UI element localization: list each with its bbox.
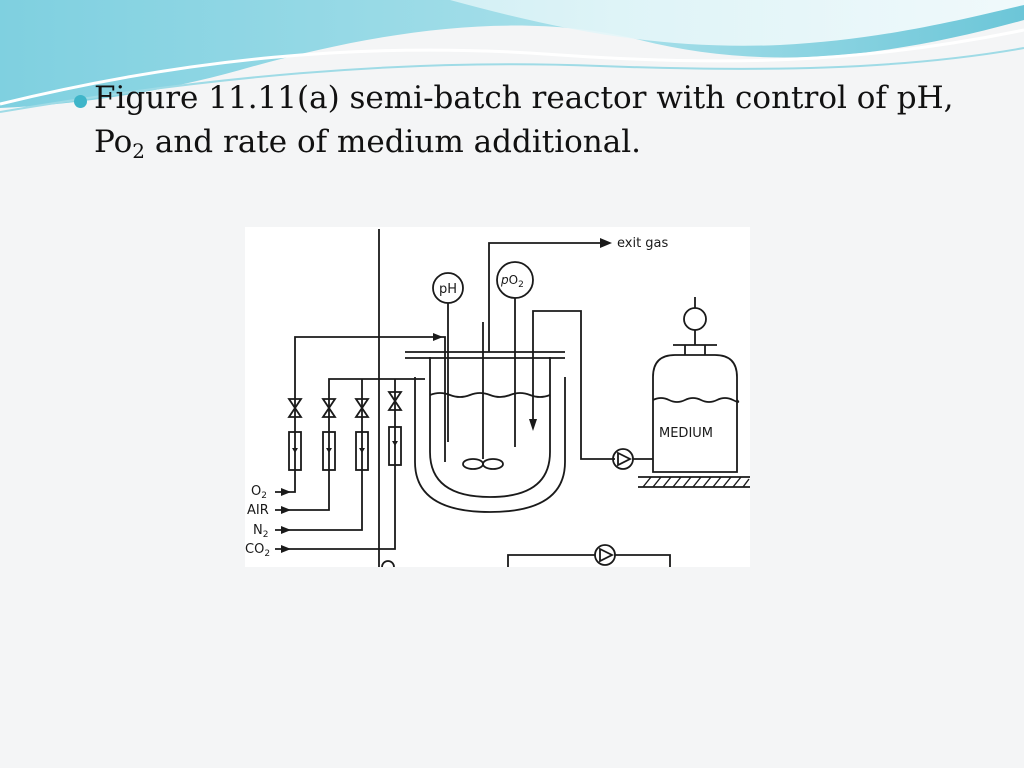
gas-label-o2-base: O: [251, 484, 261, 499]
reactor-jacket: [414, 377, 566, 513]
hatch-6: [692, 476, 702, 488]
hatch-9: [722, 476, 732, 488]
gas-label-air: AIR: [247, 503, 269, 518]
liquid-level: [429, 392, 551, 398]
hatch-7: [702, 476, 712, 488]
gas-label-o2-sub: 2: [261, 491, 267, 501]
n2-line: [275, 379, 363, 531]
exit-gas-label: exit gas: [617, 236, 669, 251]
o2-arrow: [281, 488, 291, 496]
feed-pump-arrow: [617, 451, 633, 467]
gas-label-n2-base: N: [253, 523, 263, 538]
feed-line: [532, 310, 615, 460]
ground-hatch: [642, 476, 750, 488]
valve-1: [287, 398, 303, 418]
co2-line: [275, 379, 396, 550]
po2-label-o: O: [509, 273, 518, 287]
po2-label-p: p: [500, 273, 509, 287]
rotameter-3: [355, 431, 369, 471]
valve-2: [321, 398, 337, 418]
gas-label-co2: CO2: [245, 542, 270, 559]
hatch-3: [662, 476, 672, 488]
rota-mark-3: [359, 448, 365, 453]
reactor-diagram: exit gas pH pO2 MEDIUM O2 AIR N2 CO2: [245, 227, 750, 567]
medium-label: MEDIUM: [659, 426, 713, 441]
bullet-text: Figure 11.11(a) semi-batch reactor with …: [94, 76, 954, 164]
bottom-line-2: [615, 554, 671, 567]
hatch-11: [742, 478, 750, 488]
hatch-1: [642, 476, 652, 488]
arrowheads: [281, 238, 612, 553]
exit-gas-line: [488, 242, 600, 352]
bullet-line-1: Figure 11.11(a) semi-batch reactor with …: [94, 80, 954, 116]
rota-mark-1: [292, 448, 298, 453]
reactor-diagram-svg: exit gas pH pO2 MEDIUM O2 AIR N2 CO2: [245, 229, 750, 567]
wave-line-1: [0, 28, 1024, 106]
gas-label-co2-base: CO: [245, 542, 264, 557]
medium-tank: [652, 354, 738, 473]
bullet-line-2-post: and rate of medium additional.: [145, 124, 641, 160]
n2-arrow: [281, 526, 291, 534]
sparger-line: [435, 336, 446, 462]
header-waves: [0, 0, 1024, 113]
bullet-dot-icon: [74, 95, 87, 108]
po2-label: pO2: [500, 273, 524, 290]
gas-label-o2: O2: [251, 484, 267, 501]
rotameter-1: [288, 431, 302, 471]
feed-down-arrow: [529, 419, 537, 431]
reactor-vessel: [429, 357, 551, 498]
rota-mark-2: [326, 448, 332, 453]
bullet-line-2-pre: Po: [94, 124, 133, 160]
hatch-10: [732, 476, 742, 488]
inlet-arrow: [433, 333, 443, 341]
impeller-right: [482, 458, 504, 470]
gas-label-n2-sub: 2: [263, 530, 269, 540]
air-line: [275, 378, 425, 511]
hatch-4: [672, 476, 682, 488]
exit-gas-arrow: [600, 238, 612, 248]
wave-line-2: [0, 47, 1024, 113]
air-arrow: [281, 506, 291, 514]
hatch-5: [682, 476, 692, 488]
gas-label-co2-sub: 2: [264, 549, 270, 559]
gas-label-air-base: AIR: [247, 503, 269, 518]
gas-label-n2: N2: [253, 523, 268, 540]
tank-liquid-level: [652, 397, 740, 403]
bottom-junction-icon: [381, 560, 395, 567]
bottom-pump-arrow: [599, 547, 615, 563]
valve-4: [387, 391, 403, 411]
impeller-left: [462, 458, 484, 470]
bullet-line-2-sub: 2: [132, 139, 145, 163]
co2-arrow: [281, 545, 291, 553]
po2-label-sub: 2: [518, 280, 524, 290]
ph-label: pH: [439, 282, 457, 297]
rotameter-2: [322, 431, 336, 471]
hatch-8: [712, 476, 722, 488]
tank-gauge-icon: [683, 307, 707, 331]
rota-mark-4: [392, 441, 398, 446]
valve-3: [354, 398, 370, 418]
hatch-2: [652, 476, 662, 488]
wave-band-highlight: [450, 0, 1024, 46]
rotameter-4: [388, 426, 402, 466]
bottom-line: [507, 554, 595, 567]
